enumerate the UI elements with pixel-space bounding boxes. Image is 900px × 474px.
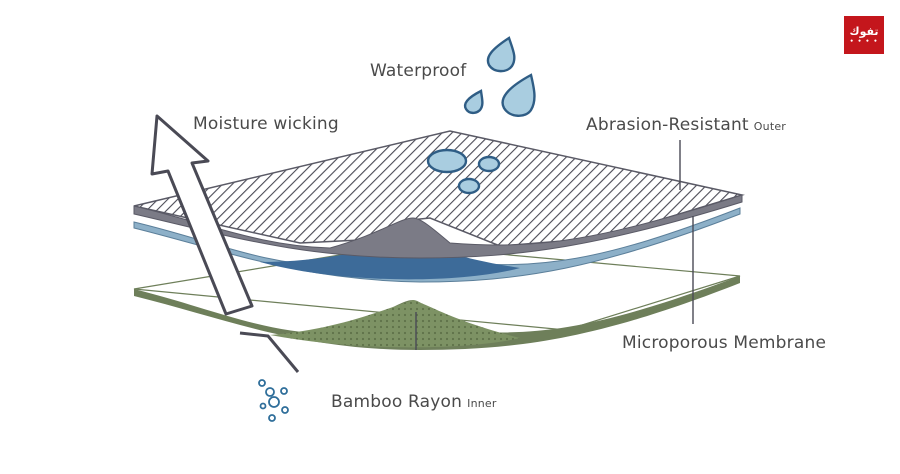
label-microporous-membrane: Microporous Membrane [622, 333, 827, 353]
membrane-layer [133, 207, 741, 283]
brand-logo: تفوك • • • • [844, 16, 884, 54]
moisture-bubbles [258, 379, 289, 422]
leader-lines [415, 140, 694, 350]
outer-layer [133, 130, 745, 259]
water-drops [463, 36, 536, 117]
label-moisture-wicking: Moisture wicking [193, 114, 339, 134]
moisture-arrow [150, 114, 300, 373]
surface-droplets [426, 148, 501, 195]
label-waterproof: Waterproof [370, 61, 467, 81]
